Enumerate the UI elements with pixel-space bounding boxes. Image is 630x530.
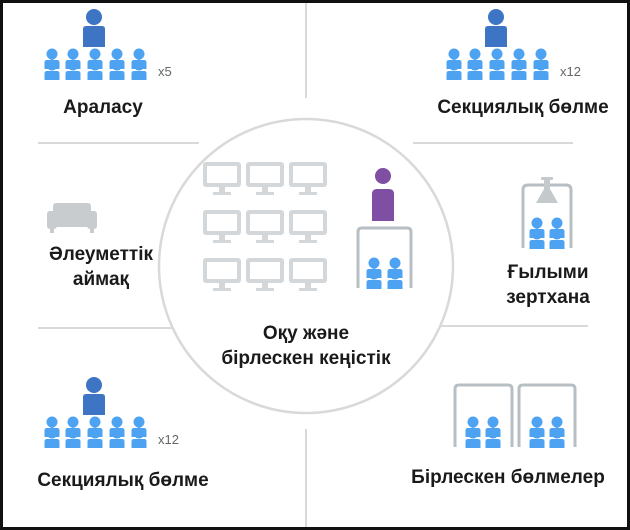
social-zone-label-line2: аймақ <box>72 268 130 290</box>
science-lab-icon <box>521 177 573 249</box>
science-lab-label-line1: Ғылыми <box>507 262 589 283</box>
top-right-people-group <box>446 9 549 80</box>
computer-monitor-grid <box>203 162 327 291</box>
center-zone-label-line2: бірлескен кеңістік <box>221 347 391 369</box>
bottom-left-count: x12 <box>158 432 179 447</box>
center-group-table-icon <box>356 226 413 289</box>
flask-icon <box>536 177 558 203</box>
top-right-zone-label: Секциялық бөлме <box>437 97 609 118</box>
top-left-people-group <box>44 9 147 80</box>
top-left-count: x5 <box>158 64 172 79</box>
top-left-zone-label: Араласу <box>63 97 143 118</box>
science-lab-label: Ғылыми зертхана <box>483 261 613 310</box>
center-zone-label: Оқу және бірлескен кеңістік <box>206 322 406 371</box>
center-zone-label-line1: Оқу және <box>262 323 350 344</box>
learning-space-diagram <box>38 3 588 527</box>
social-zone-label: Әлеуметтік аймақ <box>31 243 171 292</box>
science-lab-label-line2: зертхана <box>506 286 590 308</box>
bottom-right-zone-label: Бірлескен бөлмелер <box>411 467 605 488</box>
teacher-icon <box>372 168 394 221</box>
bottom-left-people-group <box>44 377 147 448</box>
top-right-count: x12 <box>560 64 581 79</box>
divider-lines <box>38 3 588 527</box>
collaborative-rooms-icon <box>453 383 577 448</box>
bottom-left-zone-label: Секциялық бөлме <box>37 470 209 491</box>
social-zone-label-line1: Әлеуметтік <box>48 244 154 265</box>
sofa-icon <box>47 203 97 233</box>
